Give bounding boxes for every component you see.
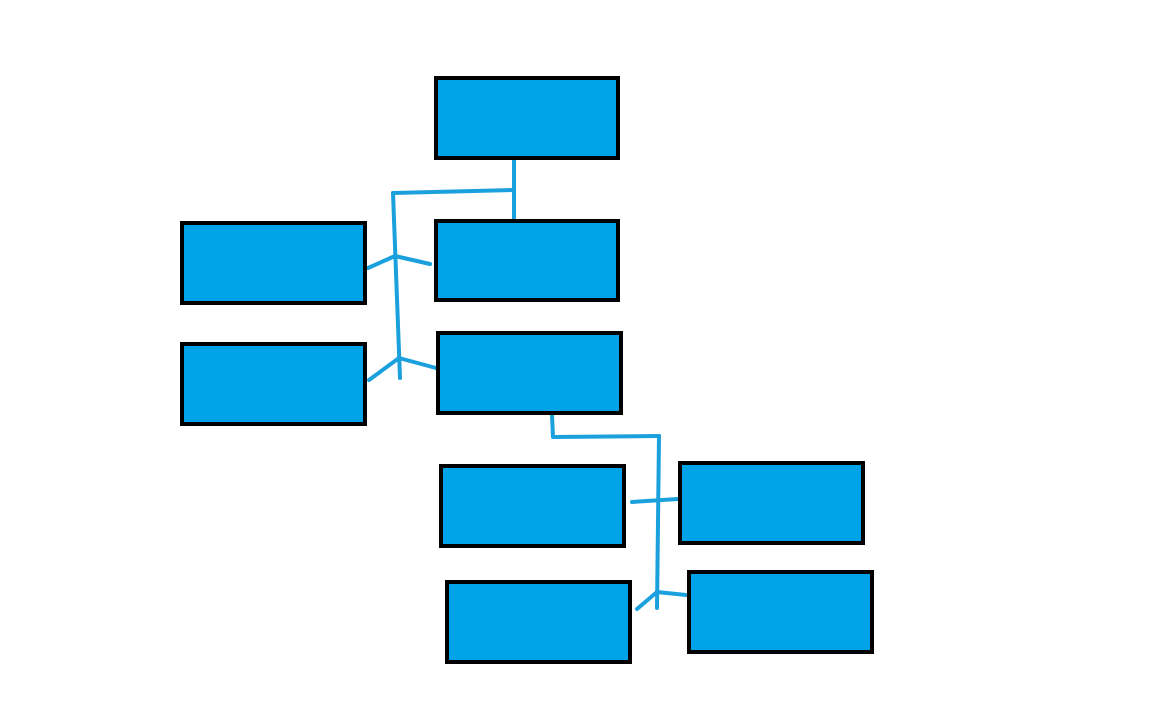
connector-root-bus-vertical <box>391 191 402 380</box>
node-g <box>445 580 632 664</box>
node-h <box>687 570 874 654</box>
connector-to-node-e <box>630 497 680 504</box>
connector-c-stem <box>550 413 661 439</box>
node-f <box>678 461 865 545</box>
connector-to-node-c <box>397 356 438 370</box>
connector-to-node-a <box>393 254 432 266</box>
connector-to-node-g <box>635 590 659 611</box>
connector-to-node-h <box>655 590 688 597</box>
node-c <box>436 331 623 415</box>
connector-c-bus-vertical <box>655 434 661 610</box>
node-root <box>434 76 620 160</box>
node-b <box>180 221 367 305</box>
connector-to-node-d <box>367 356 401 382</box>
node-a <box>434 219 620 302</box>
connector-to-node-b <box>366 254 397 270</box>
node-e <box>439 464 626 548</box>
node-d <box>180 342 367 426</box>
connector-root-bus-top <box>391 188 516 195</box>
